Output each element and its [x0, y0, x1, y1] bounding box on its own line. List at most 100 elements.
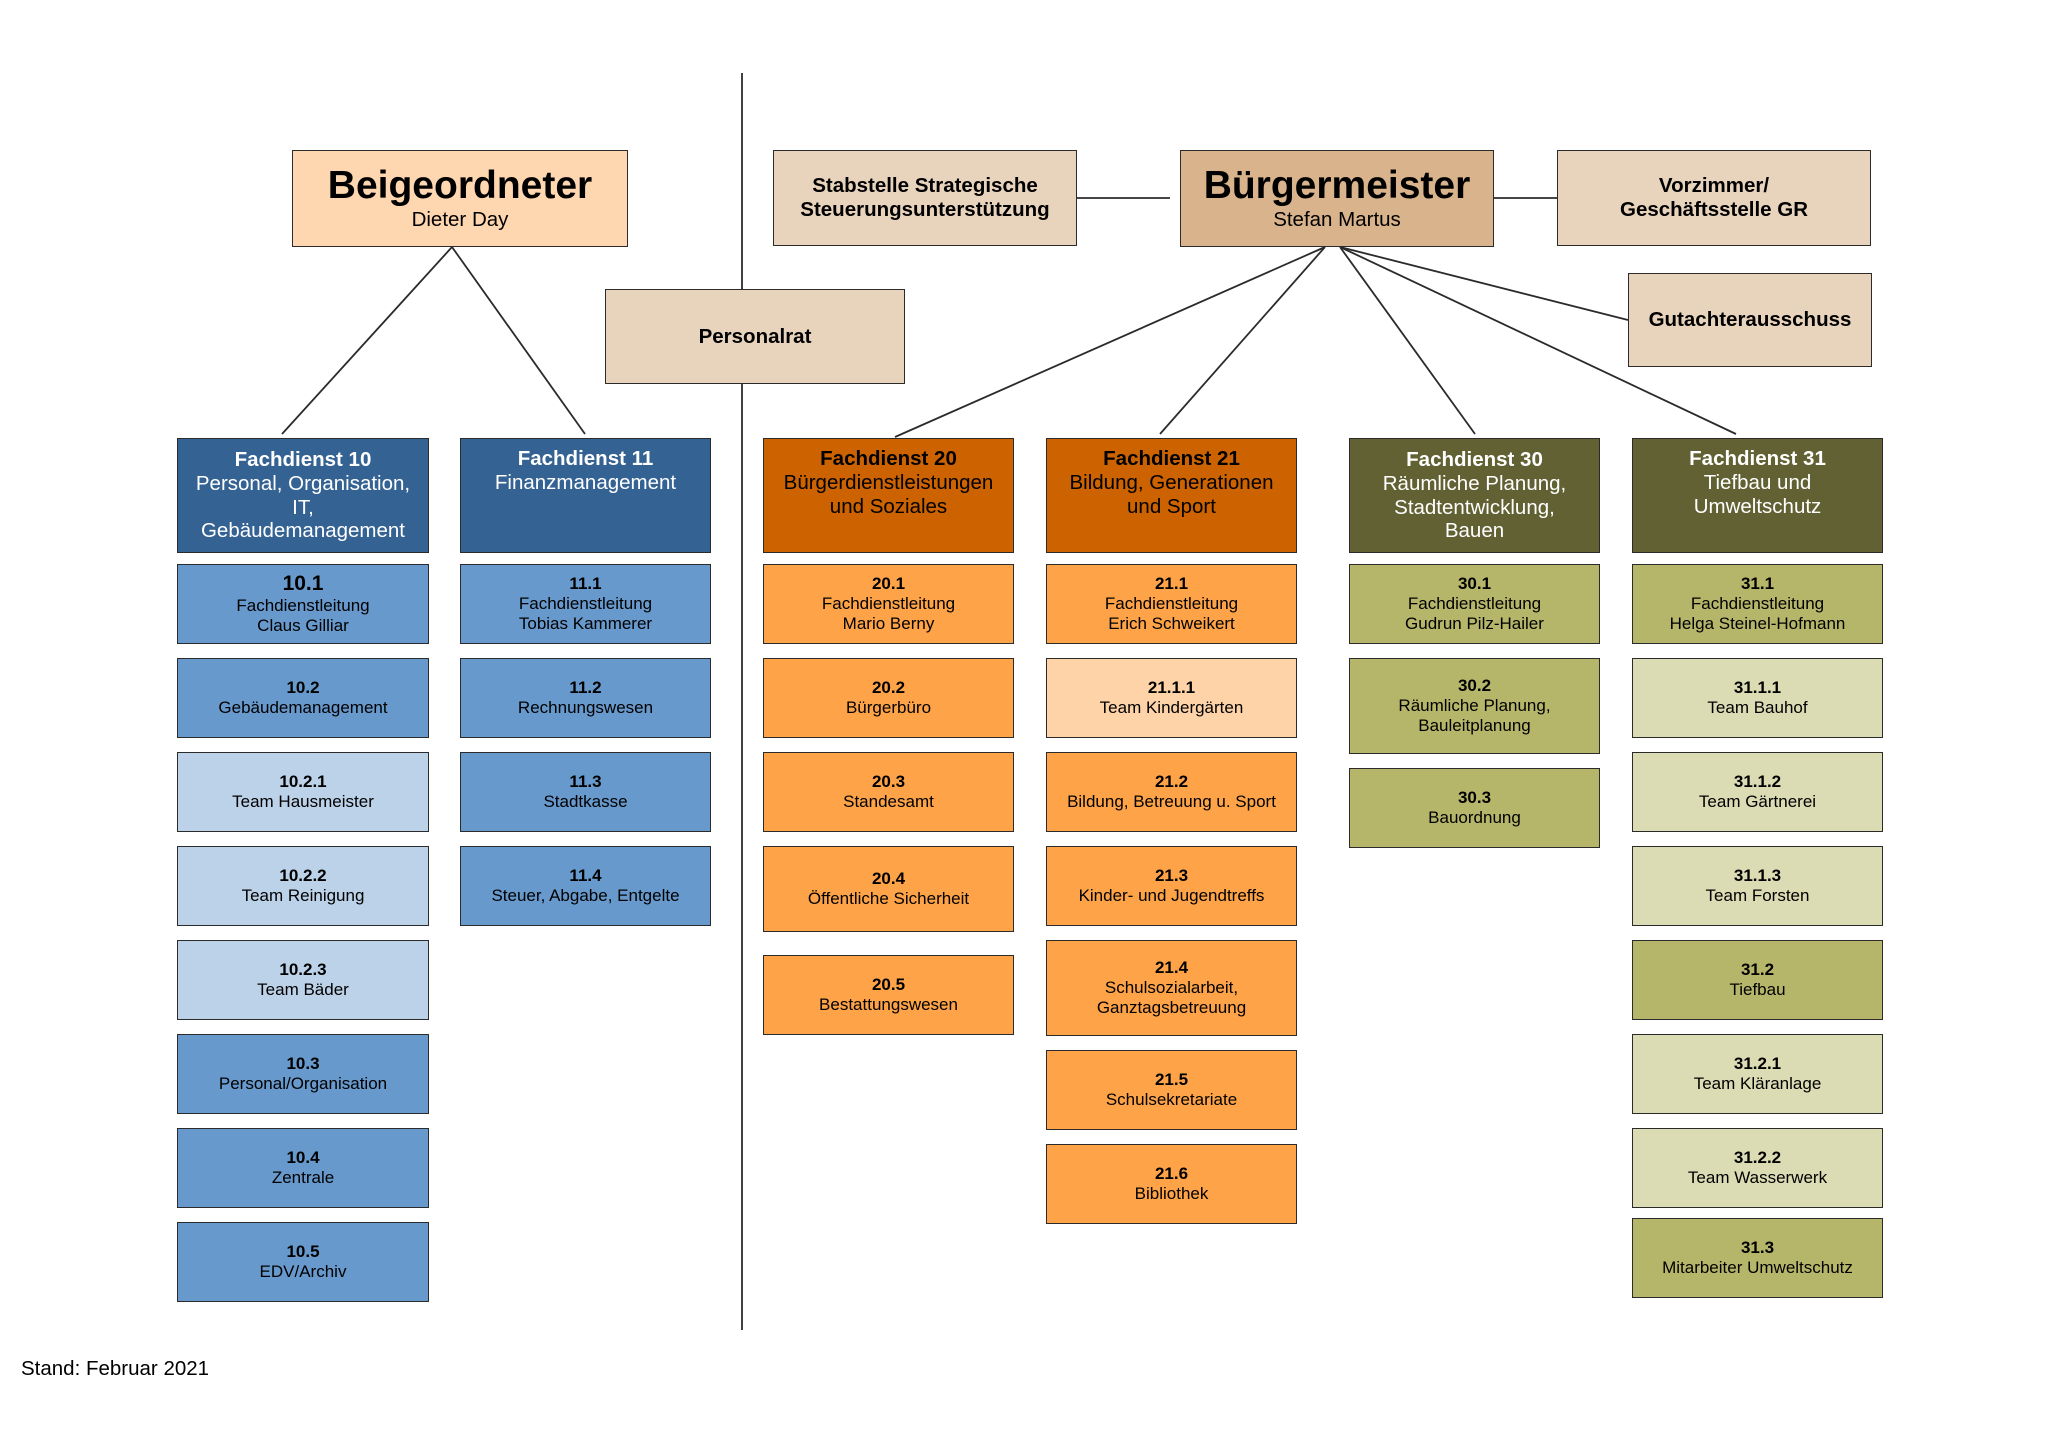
unit-label: Fachdienstleitung Erich Schweikert	[1104, 594, 1239, 633]
unit-label: Fachdienstleitung Mario Berny	[821, 594, 956, 633]
unit-number: 20.4	[871, 869, 906, 889]
unit-label: Tiefbau	[1729, 980, 1786, 999]
fachdienst-31-number: Fachdienst 31	[1689, 447, 1826, 470]
buergermeister-box: Bürgermeister Stefan Martus	[1180, 150, 1494, 247]
unit-number: 31.1.1	[1733, 678, 1782, 698]
fachdienst-20-label: Bürgerdienstleistungen und Soziales	[783, 470, 994, 518]
unit-number: 31.2.2	[1733, 1148, 1782, 1168]
unit-label: Schulsekretariate	[1105, 1090, 1238, 1109]
unit-20-4: 20.4 Öffentliche Sicherheit	[763, 846, 1014, 932]
fachdienst-30-number: Fachdienst 30	[1406, 447, 1543, 471]
unit-label: Öffentliche Sicherheit	[807, 889, 970, 908]
unit-label: Bauordnung	[1428, 808, 1521, 827]
unit-number: 10.1	[282, 571, 324, 595]
fachdienst-21-box: Fachdienst 21 Bildung, Generationen und …	[1046, 438, 1297, 553]
connector-mayor-fd30	[1339, 246, 1476, 435]
unit-label: Fachdienstleitung Tobias Kammerer	[518, 594, 653, 633]
unit-31-3: 31.3 Mitarbeiter Umweltschutz	[1632, 1218, 1883, 1298]
unit-21-1-1: 21.1.1 Team Kindergärten	[1046, 658, 1297, 738]
gutachterausschuss-label: Gutachterausschuss	[1648, 308, 1852, 331]
unit-label: Mitarbeiter Umweltschutz	[1662, 1258, 1853, 1277]
unit-label: Fachdienstleitung Helga Steinel-Hofmann	[1669, 594, 1846, 633]
unit-number: 10.2	[286, 678, 320, 698]
unit-31-1-1: 31.1.1 Team Bauhof	[1632, 658, 1883, 738]
unit-label: Zentrale	[271, 1168, 335, 1187]
unit-number: 10.2.3	[279, 960, 327, 980]
unit-10-2-3: 10.2.3 Team Bäder	[177, 940, 429, 1020]
unit-number: 20.3	[871, 772, 906, 792]
unit-10-1: 10.1 Fachdienstleitung Claus Gilliar	[177, 564, 429, 644]
unit-label: Bestattungswesen	[819, 995, 958, 1014]
unit-label: Team Kindergärten	[1099, 698, 1244, 717]
unit-21-3: 21.3 Kinder- und Jugendtreffs	[1046, 846, 1297, 926]
beigeordneter-box: Beigeordneter Dieter Day	[292, 150, 628, 247]
unit-number: 10.4	[286, 1148, 320, 1168]
unit-number: 21.1.1	[1147, 678, 1196, 698]
unit-label: Team Kläranlage	[1693, 1074, 1822, 1093]
unit-label: Steuer, Abgabe, Entgelte	[491, 886, 680, 905]
unit-10-2: 10.2 Gebäudemanagement	[177, 658, 429, 738]
unit-label: Gebäudemanagement	[218, 698, 388, 717]
fachdienst-11-number: Fachdienst 11	[517, 447, 654, 470]
unit-number: 11.2	[569, 678, 602, 698]
unit-label: Personal/Organisation	[218, 1074, 388, 1093]
fachdienst-30-box: Fachdienst 30 Räumliche Planung, Stadten…	[1349, 438, 1600, 553]
fachdienst-30-label: Räumliche Planung, Stadtentwicklung, Bau…	[1382, 471, 1567, 543]
unit-label: Team Gärtnerei	[1698, 792, 1817, 811]
unit-label: Team Bäder	[257, 980, 349, 999]
unit-number: 10.2.1	[279, 772, 327, 792]
unit-number: 31.1	[1740, 574, 1775, 594]
unit-label: Team Forsten	[1705, 886, 1810, 905]
unit-number: 31.2.1	[1733, 1054, 1782, 1074]
unit-31-1-3: 31.1.3 Team Forsten	[1632, 846, 1883, 926]
unit-number: 11.4	[569, 866, 602, 886]
unit-label: Bürgerbüro	[845, 698, 932, 717]
buergermeister-title: Bürgermeister	[1203, 164, 1471, 208]
unit-21-5: 21.5 Schulsekretariate	[1046, 1050, 1297, 1130]
beigeordneter-title: Beigeordneter	[327, 164, 593, 208]
unit-number: 20.1	[871, 574, 906, 594]
unit-30-3: 30.3 Bauordnung	[1349, 768, 1600, 848]
fachdienst-20-number: Fachdienst 20	[820, 447, 957, 470]
unit-10-3: 10.3 Personal/Organisation	[177, 1034, 429, 1114]
personalrat-box: Personalrat	[605, 289, 905, 384]
connector-mayor-fd21	[1159, 246, 1326, 435]
unit-label: Team Reinigung	[241, 886, 365, 905]
stand-date-footer: Stand: Februar 2021	[21, 1357, 210, 1380]
buergermeister-name: Stefan Martus	[1273, 207, 1401, 231]
fachdienst-31-box: Fachdienst 31 Tiefbau und Umweltschutz	[1632, 438, 1883, 553]
unit-label: EDV/Archiv	[259, 1262, 347, 1281]
fachdienst-31-label: Tiefbau und Umweltschutz	[1693, 470, 1822, 518]
unit-number: 10.2.2	[279, 866, 327, 886]
unit-number: 11.1	[569, 574, 602, 594]
unit-30-2: 30.2 Räumliche Planung, Bauleitplanung	[1349, 658, 1600, 754]
unit-21-2: 21.2 Bildung, Betreuung u. Sport	[1046, 752, 1297, 832]
connector-mayor-fd20	[894, 246, 1326, 438]
unit-21-6: 21.6 Bibliothek	[1046, 1144, 1297, 1224]
unit-label: Bibliothek	[1134, 1184, 1209, 1203]
unit-20-1: 20.1 Fachdienstleitung Mario Berny	[763, 564, 1014, 644]
unit-31-1: 31.1 Fachdienstleitung Helga Steinel-Hof…	[1632, 564, 1883, 644]
vorzimmer-box: Vorzimmer/ Geschäftsstelle GR	[1557, 150, 1871, 246]
unit-label: Bildung, Betreuung u. Sport	[1067, 792, 1276, 811]
unit-number: 30.3	[1457, 788, 1492, 808]
unit-21-1: 21.1 Fachdienstleitung Erich Schweikert	[1046, 564, 1297, 644]
unit-number: 30.2	[1457, 676, 1492, 696]
unit-number: 30.1	[1457, 574, 1492, 594]
vorzimmer-label: Vorzimmer/ Geschäftsstelle GR	[1620, 174, 1808, 221]
gutachterausschuss-box: Gutachterausschuss	[1628, 273, 1872, 367]
beigeordneter-name: Dieter Day	[411, 207, 509, 231]
unit-number: 31.1.2	[1733, 772, 1782, 792]
unit-number: 10.3	[286, 1054, 320, 1074]
connector-beig-fd11	[451, 246, 586, 435]
unit-31-2-2: 31.2.2 Team Wasserwerk	[1632, 1128, 1883, 1208]
unit-number: 21.3	[1154, 866, 1189, 886]
fachdienst-20-box: Fachdienst 20 Bürgerdienstleistungen und…	[763, 438, 1014, 553]
unit-11-1: 11.1 Fachdienstleitung Tobias Kammerer	[460, 564, 711, 644]
unit-11-4: 11.4 Steuer, Abgabe, Entgelte	[460, 846, 711, 926]
unit-31-2-1: 31.2.1 Team Kläranlage	[1632, 1034, 1883, 1114]
unit-20-5: 20.5 Bestattungswesen	[763, 955, 1014, 1035]
unit-21-4: 21.4 Schulsozialarbeit, Ganztagsbetreuun…	[1046, 940, 1297, 1036]
unit-number: 31.3	[1740, 1238, 1775, 1258]
unit-label: Schulsozialarbeit, Ganztagsbetreuung	[1096, 978, 1247, 1017]
